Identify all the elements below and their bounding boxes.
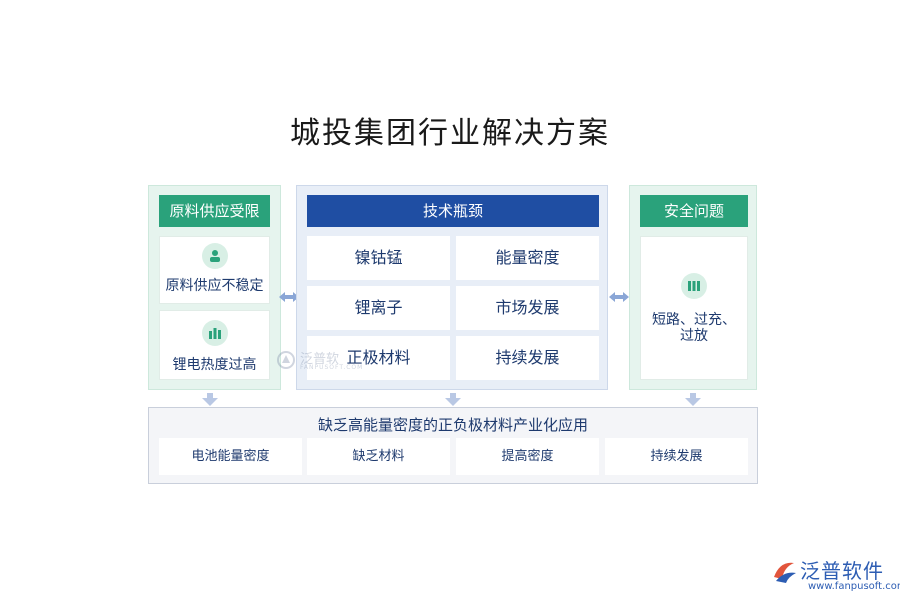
lithium-heat-card: 锂电热度过高	[159, 310, 270, 380]
cell-lithium-ion: 锂离子	[307, 286, 450, 330]
brand-logo-icon	[774, 562, 796, 583]
cell-energy-density: 能量密度	[456, 236, 599, 280]
conclusion-panel: 缺乏高能量密度的正负极材料产业化应用 电池能量密度 缺乏材料 提高密度 持续发展	[148, 407, 758, 484]
page-title: 城投集团行业解决方案	[290, 116, 610, 151]
watermark: 泛普软 FANPUSOFT.COM	[276, 348, 376, 374]
cell-market-development: 市场发展	[456, 286, 599, 330]
safety-card: 短路、过充、 过放	[640, 236, 748, 380]
grid-icon	[681, 273, 707, 299]
battery-icon	[201, 320, 228, 346]
brand-logo: 泛普软件 www.fanpusoft.com	[770, 555, 900, 597]
safety-label-line1: 短路、过充、	[652, 312, 736, 328]
safety-header: 安全问题	[640, 195, 748, 227]
lithium-heat-label: 锂电热度过高	[172, 357, 257, 373]
double-arrow-icon	[279, 292, 299, 302]
conclusion-headline: 缺乏高能量密度的正负极材料产业化应用	[317, 416, 588, 434]
cell-cathode-material: 正极材料	[307, 336, 450, 380]
raw-supply-card: 原料供应不稳定	[159, 236, 270, 304]
cell-nickel-cobalt-manganese: 镍钴锰	[307, 236, 450, 280]
down-arrow-icon	[445, 393, 461, 406]
down-arrow-icon	[202, 393, 218, 406]
cell-sustainable-development-2: 持续发展	[605, 438, 748, 475]
safety-label-line2: 过放	[680, 328, 708, 344]
cell-battery-energy-density: 电池能量密度	[159, 438, 302, 475]
cell-lack-materials: 缺乏材料	[307, 438, 450, 475]
cell-sustainable-development: 持续发展	[456, 336, 599, 380]
tech-bottleneck-panel: 技术瓶颈 镍钴锰 能量密度 锂离子 市场发展 正极材料 持续发展	[296, 185, 608, 390]
down-arrow-icon	[685, 393, 701, 406]
brand-name: 泛普软件	[800, 559, 884, 583]
raw-material-panel: 原料供应受限 原料供应不稳定 锂电热度过高	[148, 185, 281, 390]
safety-panel: 安全问题 短路、过充、 过放	[629, 185, 757, 390]
tech-bottleneck-header: 技术瓶颈	[307, 195, 599, 227]
raw-supply-label: 原料供应不稳定	[165, 278, 264, 294]
watermark-subtext: FANPUSOFT.COM	[300, 364, 364, 371]
watermark-logo-icon	[277, 351, 295, 369]
raw-material-header: 原料供应受限	[159, 195, 270, 227]
double-arrow-icon	[609, 292, 629, 302]
cell-increase-density: 提高密度	[456, 438, 599, 475]
person-icon	[201, 243, 228, 269]
watermark-text: 泛普软	[300, 352, 340, 367]
brand-url: www.fanpusoft.com	[808, 581, 900, 592]
